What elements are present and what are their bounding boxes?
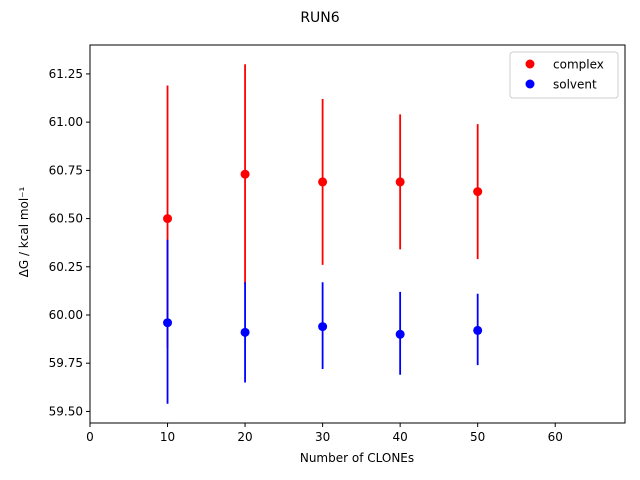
legend-label-solvent: solvent — [553, 78, 597, 92]
y-tick-label: 61.00 — [49, 115, 83, 129]
legend: complex solvent — [509, 51, 619, 99]
solvent-point — [395, 329, 405, 339]
x-tick-label: 50 — [470, 430, 485, 444]
solvent-point — [240, 327, 250, 337]
y-tick-label: 60.50 — [49, 212, 83, 226]
x-axis: 0 10 20 30 40 50 60 — [86, 423, 563, 444]
series-solvent — [163, 239, 483, 404]
axes-frame — [89, 44, 626, 424]
y-tick-label: 59.75 — [49, 356, 83, 370]
solvent-point — [318, 322, 328, 332]
x-tick-label: 60 — [548, 430, 563, 444]
y-axis-label: ΔG / kcal mol⁻¹ — [17, 186, 31, 277]
y-tick-label: 60.25 — [49, 260, 83, 274]
legend-label-complex: complex — [553, 58, 604, 72]
y-tick-label: 59.50 — [49, 404, 83, 418]
legend-marker-complex — [525, 59, 535, 69]
x-axis-label: Number of CLONEs — [300, 451, 414, 465]
plot-area — [89, 44, 626, 424]
complex-point — [473, 187, 483, 197]
x-tick-label: 30 — [315, 430, 330, 444]
x-tick-label: 10 — [160, 430, 175, 444]
complex-point — [163, 214, 173, 224]
x-tick-label: 20 — [237, 430, 252, 444]
legend-frame — [509, 51, 619, 99]
solvent-point — [163, 318, 173, 328]
chart-title: RUN6 — [300, 10, 339, 26]
solvent-point — [473, 325, 483, 335]
complex-point — [318, 177, 328, 187]
y-axis: 59.50 59.75 60.00 60.25 60.50 60.75 61.00 61.25 — [49, 67, 90, 418]
legend-marker-solvent — [525, 79, 535, 89]
complex-point — [395, 177, 405, 187]
y-tick-label: 60.00 — [49, 308, 83, 322]
y-tick-label: 60.75 — [49, 163, 83, 177]
x-tick-label: 0 — [86, 430, 94, 444]
complex-point — [240, 169, 250, 179]
x-tick-label: 40 — [393, 430, 408, 444]
y-tick-label: 61.25 — [49, 67, 83, 81]
